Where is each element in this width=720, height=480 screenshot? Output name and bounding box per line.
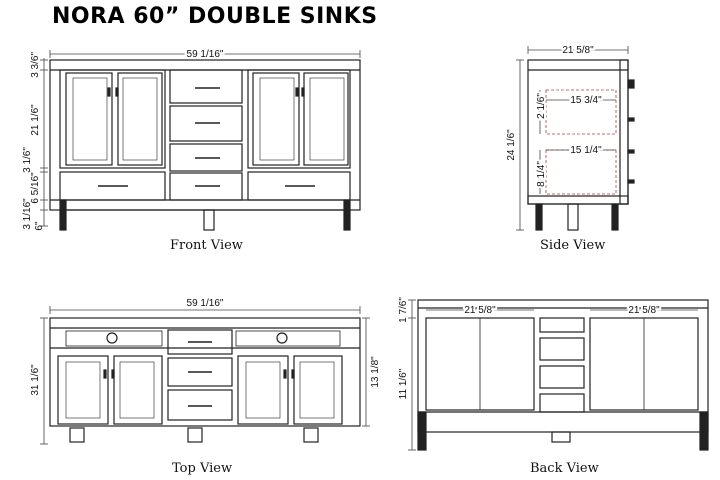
side-lower-shelf-height-label: 8 1/4": [536, 161, 547, 187]
back-right-width-label: 21 5/8": [628, 305, 660, 316]
back-left-width-label: 21 5/8": [464, 305, 496, 316]
top-left-height-label: 31 1/6": [30, 364, 41, 396]
top-right-height-label: 13 1/8": [370, 356, 381, 388]
side-view-caption: Side View: [540, 238, 606, 253]
front-drawer-band-label: 3 1/6": [22, 147, 33, 173]
front-doors-label: 21 1/6": [30, 104, 41, 136]
back-view-drawing: [417, 299, 709, 451]
top-width-label: 59 1/16": [187, 298, 224, 309]
front-view-caption: Front View: [170, 238, 243, 253]
front-width-label: 59 1/16": [187, 49, 224, 60]
front-foot-label: 6": [34, 221, 45, 231]
side-upper-shelf-width-label: 15 3/4": [570, 95, 602, 106]
side-height-label: 24 1/6": [506, 129, 517, 161]
front-top-rail-label: 3 3/6": [30, 52, 41, 78]
front-view-drawing: [49, 59, 361, 231]
back-view-dimensions: [408, 299, 698, 451]
back-height-label: 11 1/6": [398, 368, 409, 399]
back-view-caption: Back View: [530, 461, 599, 476]
side-view-dimensions: [516, 46, 629, 231]
back-top-rail-label: 1 7/6": [398, 297, 409, 323]
top-view-dimensions: [40, 306, 370, 445]
front-view-dimensions: [40, 50, 361, 227]
page-title: NORA 60” DOUBLE SINKS: [52, 4, 378, 29]
side-upper-shelf-height-label: 2 1/6": [536, 93, 547, 119]
side-lower-shelf-width-label: 15 1/4": [570, 145, 602, 156]
side-depth-label: 21 5/8": [562, 45, 594, 56]
top-view-caption: Top View: [172, 461, 233, 476]
front-toe-gap-label: 3 1/16": [22, 198, 33, 230]
side-view-drawing: [527, 59, 635, 231]
top-view-drawing: [49, 317, 361, 443]
front-drawer-label: 6 5/16": [30, 172, 41, 204]
